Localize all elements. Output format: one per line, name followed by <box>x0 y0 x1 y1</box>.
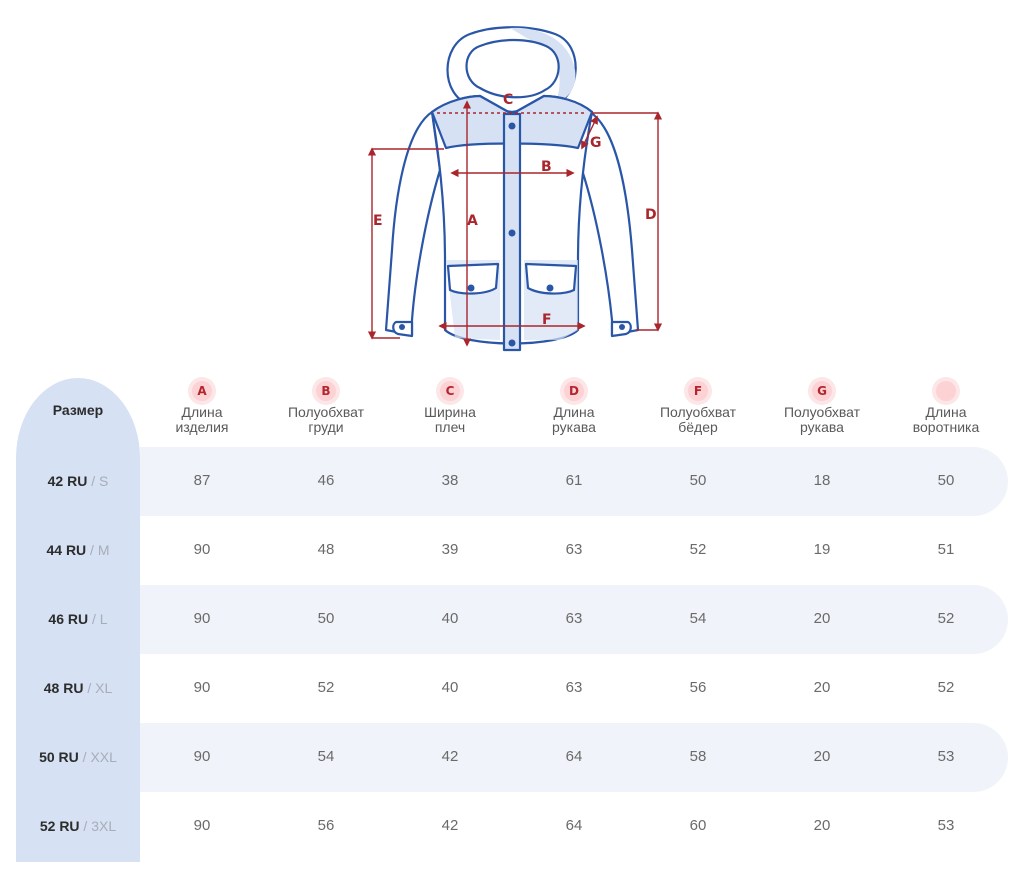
jacket-outline <box>384 26 640 352</box>
table-cell: 61 <box>565 472 583 489</box>
table-cell: 90 <box>193 679 211 696</box>
label-c: C <box>503 92 513 108</box>
badge-d: D <box>564 381 584 401</box>
table-cell: 50 <box>689 472 707 489</box>
table-cell: 52 <box>937 679 955 696</box>
col-head-hips: F Полуобхват бёдер <box>636 381 760 435</box>
row-stripe <box>140 723 1008 792</box>
col-title: Длина изделия <box>175 404 229 435</box>
row-stripe <box>140 585 1008 654</box>
table-cell: 52 <box>317 679 335 696</box>
size-column-background <box>16 378 140 862</box>
row-size-label: 50 RU / XXL <box>39 749 117 765</box>
row-size-label: 46 RU / L <box>48 611 108 627</box>
table-cell: 20 <box>813 817 831 834</box>
table-cell: 40 <box>441 679 459 696</box>
col-title: Полуобхват груди <box>287 404 365 435</box>
badge-empty <box>936 381 956 401</box>
label-d: D <box>645 207 657 223</box>
table-cell: 18 <box>813 472 831 489</box>
measurement-labels: C B A D E F G <box>373 92 657 328</box>
table-cell: 64 <box>565 748 583 765</box>
hood-inner <box>465 38 560 99</box>
table-cell: 56 <box>689 679 707 696</box>
badge-a: A <box>192 381 212 401</box>
table-cell: 48 <box>317 541 335 558</box>
badge-c: C <box>440 381 460 401</box>
table-cell: 42 <box>441 748 459 765</box>
table-cell: 53 <box>937 748 955 765</box>
size-header: Размер <box>52 402 104 418</box>
table-cell: 63 <box>565 679 583 696</box>
table-cell: 87 <box>193 472 211 489</box>
table-cell: 90 <box>193 817 211 834</box>
label-a: A <box>467 213 478 229</box>
left-pocket <box>446 262 500 295</box>
col-title: Длина рукава <box>552 404 596 435</box>
table-cell: 54 <box>317 748 335 765</box>
row-size-label: 44 RU / M <box>46 542 110 558</box>
table-cell: 52 <box>937 610 955 627</box>
table-cell: 64 <box>565 817 583 834</box>
table-cell: 38 <box>441 472 459 489</box>
table-cell: 40 <box>441 610 459 627</box>
table-cell: 53 <box>937 817 955 834</box>
table-cell: 60 <box>689 817 707 834</box>
jacket-diagram: C B A D E F G <box>367 26 663 352</box>
right-sleeve <box>580 110 640 337</box>
table-cell: 42 <box>441 817 459 834</box>
row-size-label: 52 RU / 3XL <box>39 818 117 834</box>
col-title: Длина воротника <box>912 404 980 435</box>
table-cell: 20 <box>813 679 831 696</box>
row-size-label: 42 RU / S <box>47 473 109 489</box>
table-cell: 19 <box>813 541 831 558</box>
table-cell: 50 <box>937 472 955 489</box>
label-b: B <box>541 159 552 175</box>
table-cell: 90 <box>193 610 211 627</box>
col-title: Ширина плеч <box>424 404 476 435</box>
col-title: Полуобхват бёдер <box>659 404 737 435</box>
measurement-lines <box>367 100 663 347</box>
row-size-label: 48 RU / XL <box>43 680 113 696</box>
table-cell: 63 <box>565 541 583 558</box>
col-head-chest: B Полуобхват груди <box>264 381 388 435</box>
label-g: G <box>590 135 602 151</box>
table-cell: 39 <box>441 541 459 558</box>
label-e: E <box>373 213 383 229</box>
col-head-sleeve-length: D Длина рукава <box>512 381 636 435</box>
label-f: F <box>542 312 552 328</box>
table-cell: 90 <box>193 541 211 558</box>
table-cell: 56 <box>317 817 335 834</box>
right-pocket <box>524 262 578 295</box>
table-cell: 63 <box>565 610 583 627</box>
badge-b: B <box>316 381 336 401</box>
col-head-collar: Длина воротника <box>884 381 1008 435</box>
col-title: Полуобхват рукава <box>783 404 861 435</box>
table-cell: 50 <box>317 610 335 627</box>
table-cell: 58 <box>689 748 707 765</box>
table-cell: 20 <box>813 610 831 627</box>
table-cell: 51 <box>937 541 955 558</box>
col-head-length: A Длина изделия <box>140 381 264 435</box>
badge-g: G <box>812 381 832 401</box>
table-cell: 46 <box>317 472 335 489</box>
table-cell: 90 <box>193 748 211 765</box>
badge-f: F <box>688 381 708 401</box>
table-cell: 20 <box>813 748 831 765</box>
col-head-sleeve-width: G Полуобхват рукава <box>760 381 884 435</box>
row-stripe <box>140 447 1008 516</box>
table-cell: 52 <box>689 541 707 558</box>
col-head-shoulders: C Ширина плеч <box>388 381 512 435</box>
hood-shade <box>510 27 576 104</box>
table-cell: 54 <box>689 610 707 627</box>
left-sleeve <box>384 110 442 337</box>
